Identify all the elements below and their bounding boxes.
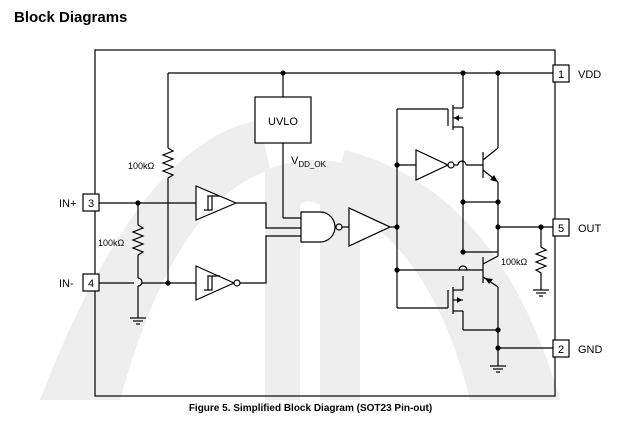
ground-symbol — [130, 317, 146, 325]
junction-dot — [495, 70, 501, 76]
pnp-arrow — [485, 278, 493, 284]
output-node-wires — [462, 201, 553, 256]
pin-1-vdd: 1 VDD — [552, 64, 601, 83]
pin-3-in-plus: 3 IN+ — [59, 193, 100, 212]
nmos-transistor — [447, 276, 498, 331]
pullup-resistor-label: 100kΩ — [128, 161, 155, 171]
npn-transistor — [482, 147, 499, 227]
background-watermark — [40, 120, 560, 400]
pmos-transistor — [447, 96, 464, 202]
section-heading: Block Diagrams — [14, 9, 128, 26]
gnd-wire — [490, 347, 553, 373]
pin-number: 2 — [558, 344, 564, 356]
pin-number: 5 — [558, 223, 564, 235]
junction-dot — [460, 70, 466, 76]
block-diagram: 100kΩ UVLO VDD_OK 3 IN+ 4 IN- 100kΩ — [40, 49, 603, 400]
pin-label: GND — [578, 344, 603, 356]
pin-number: 3 — [88, 198, 94, 210]
junction-dot — [394, 162, 400, 168]
in-plus-wire — [99, 202, 196, 318]
pin-label: IN+ — [59, 198, 76, 210]
pin-number: 1 — [558, 69, 564, 81]
junction-dot — [495, 199, 501, 205]
vdd-rail — [167, 72, 553, 283]
pullup-resistor — [161, 147, 175, 179]
junction-dot — [394, 267, 400, 273]
output-inverter — [415, 149, 455, 181]
junction-dot — [165, 280, 171, 286]
nand-gate — [300, 211, 343, 243]
junction-dot — [460, 249, 466, 255]
pin-4-in-minus: 4 IN- — [59, 273, 100, 292]
junction-dot — [495, 224, 501, 230]
output-resistor-label: 100kΩ — [501, 257, 528, 267]
pin-label: VDD — [578, 69, 601, 81]
uvlo-label: UVLO — [268, 116, 298, 128]
schmitt-inverter — [195, 265, 241, 301]
gate-drive-bus — [396, 108, 463, 309]
driver-buffer — [348, 207, 392, 247]
pin-number: 4 — [88, 278, 94, 290]
pin-label: IN- — [59, 278, 74, 290]
pin-label: OUT — [578, 223, 602, 235]
figure-caption: Figure 5. Simplified Block Diagram (SOT2… — [188, 403, 433, 414]
junction-dot — [460, 199, 466, 205]
input-resistor-label: 100kΩ — [98, 238, 125, 248]
pin-5-out: 5 OUT — [552, 218, 602, 237]
nmos-arrow — [457, 297, 462, 303]
junction-dot — [280, 70, 286, 76]
junction-dot — [495, 327, 501, 333]
pmos-arrow — [454, 115, 459, 121]
schmitt-buffer — [195, 185, 238, 221]
pin-2-gnd: 2 GND — [552, 339, 603, 358]
pnp-transistor — [463, 255, 499, 348]
input-resistor — [131, 224, 145, 256]
npn-arrow — [490, 175, 498, 182]
junction-dot — [135, 200, 141, 206]
ground-symbol — [533, 289, 549, 297]
output-resistor — [534, 227, 548, 290]
vdd-ok-label: VDD_OK — [291, 155, 327, 169]
and-input-wires — [236, 202, 301, 284]
junction-dot — [394, 224, 400, 230]
